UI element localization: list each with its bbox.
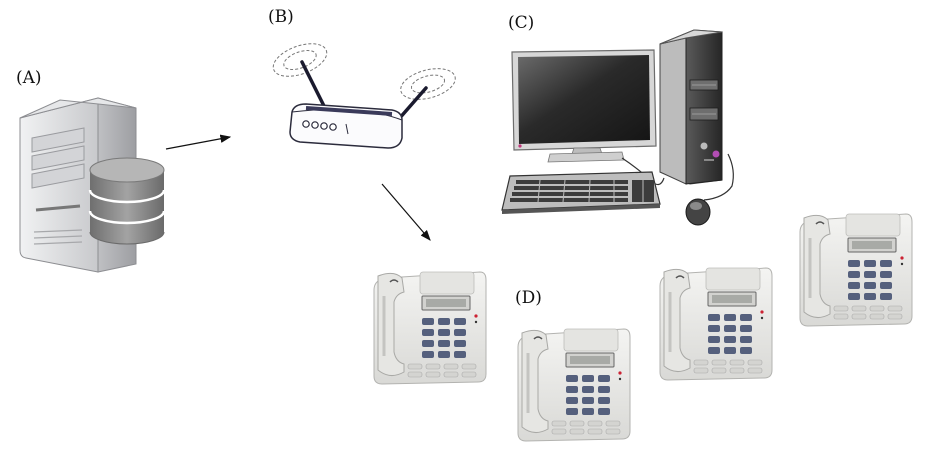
- desk-phone-icon: [372, 270, 488, 386]
- edge-a-b: [165, 134, 232, 150]
- label-d: (D): [515, 288, 542, 308]
- desk-phone-icon: [798, 212, 914, 328]
- label-a: (A): [16, 68, 42, 88]
- desk-phone-icon: [658, 266, 774, 382]
- wireless-router-icon: [272, 43, 456, 149]
- label-c: (C): [508, 13, 535, 33]
- edge-b-d: [381, 183, 431, 241]
- server-database-icon: [19, 97, 166, 273]
- desk-phone-icon: [516, 327, 632, 443]
- label-b: (B): [268, 7, 294, 27]
- desktop-computer-icon: [501, 29, 734, 226]
